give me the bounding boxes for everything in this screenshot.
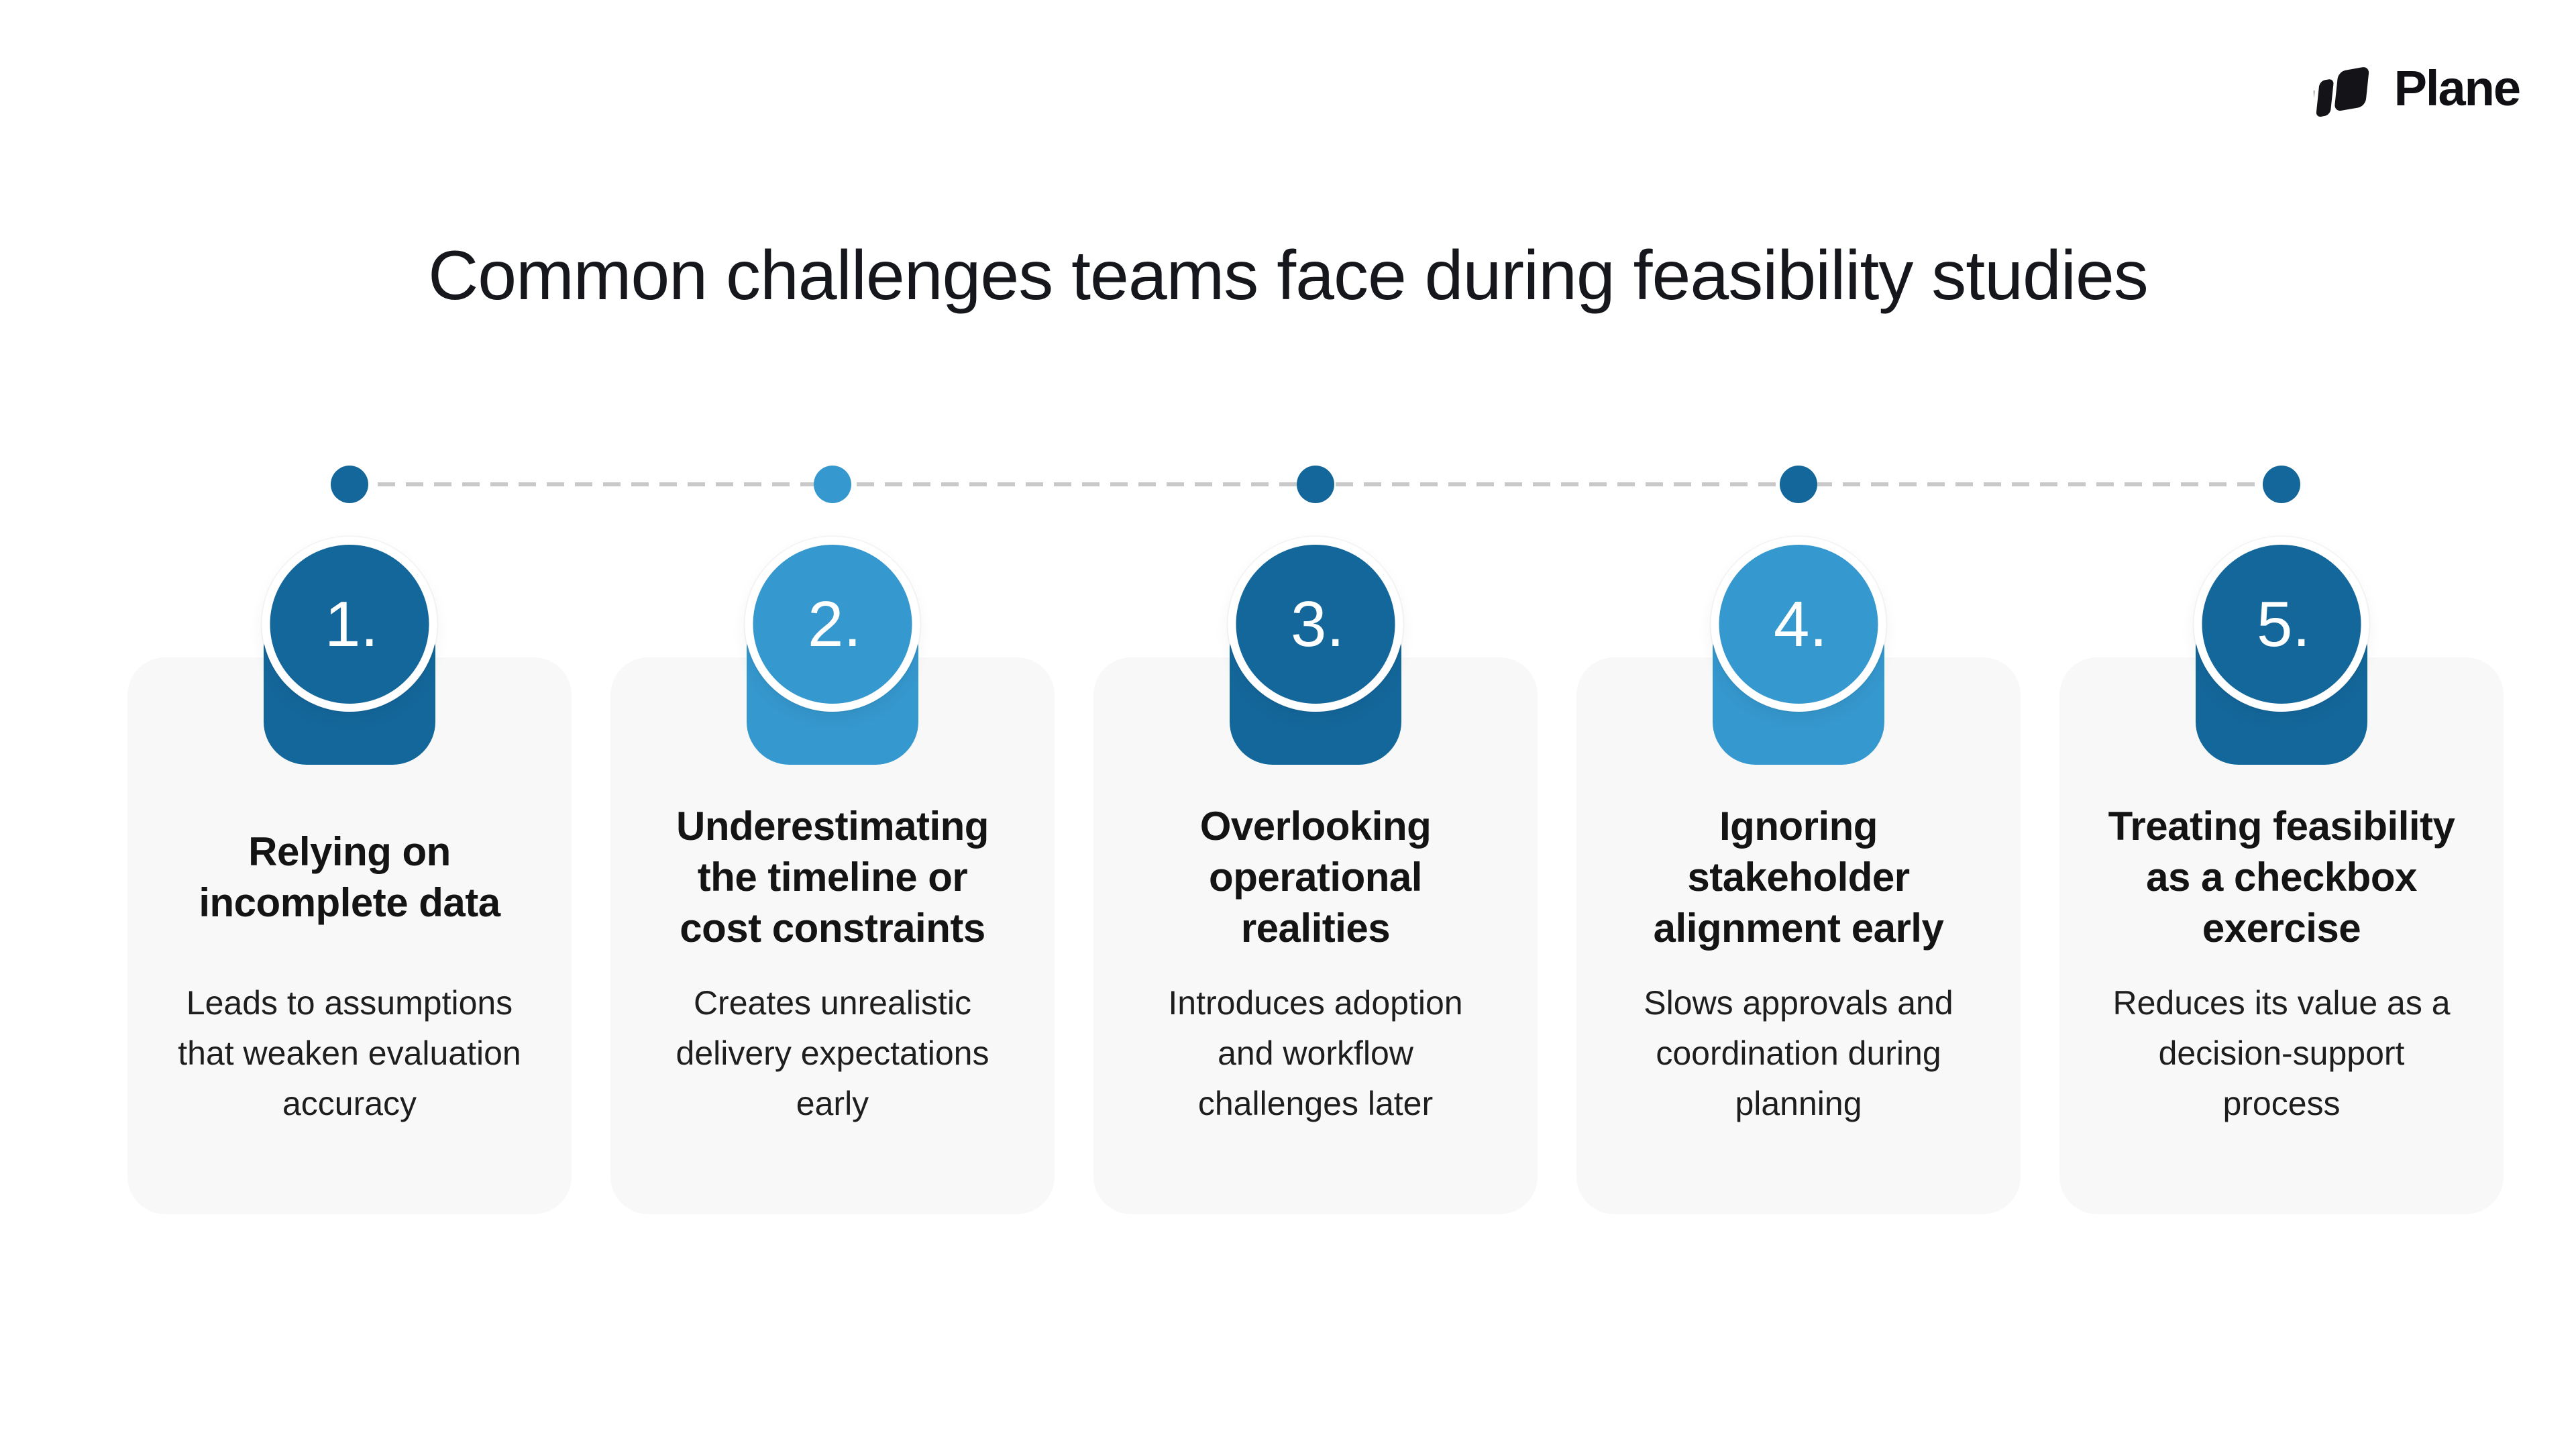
challenge-column: Treating feasibility as a checkbox exerc…: [2059, 466, 2504, 1214]
challenge-card: Relying on incomplete data Leads to assu…: [127, 657, 572, 1214]
card-title: Relying on incomplete data: [199, 828, 500, 925]
card-title: Ignoring stakeholder alignment early: [1653, 803, 1944, 951]
timeline-dot: [814, 466, 851, 503]
challenge-column: Overlooking operational realities Introd…: [1093, 466, 1538, 1214]
card-description: Slows approvals and coordination during …: [1644, 984, 1953, 1122]
card-description: Creates unrealistic delivery expectation…: [676, 984, 989, 1122]
badge-number: 3.: [1290, 588, 1345, 660]
challenge-card: Treating feasibility as a checkbox exerc…: [2059, 657, 2504, 1214]
badge-number: 4.: [1773, 588, 1828, 660]
card-description: Introduces adoption and workflow challen…: [1168, 984, 1463, 1122]
badge-number: 1.: [324, 588, 379, 660]
challenge-column: Underestimating the timeline or cost con…: [610, 466, 1055, 1214]
page-title: Common challenges teams face during feas…: [428, 237, 2149, 315]
brand-logo: Plane: [2313, 58, 2521, 119]
badge-circle: 5.: [2194, 537, 2369, 712]
challenge-card: Ignoring stakeholder alignment early Slo…: [1576, 657, 2021, 1214]
brand-logo-text: Plane: [2394, 60, 2521, 116]
badge-number: 5.: [2256, 588, 2311, 660]
challenge-card: Underestimating the timeline or cost con…: [610, 657, 1055, 1214]
badge-number: 2.: [807, 588, 862, 660]
badge-circle: 4.: [1711, 537, 1886, 712]
card-description: Leads to assumptions that weaken evaluat…: [178, 984, 521, 1122]
timeline-dot: [2263, 466, 2300, 503]
badge-circle: 2.: [745, 537, 920, 712]
timeline-dot: [331, 466, 368, 503]
card-title: Treating feasibility as a checkbox exerc…: [2108, 803, 2455, 951]
timeline-dot: [1297, 466, 1334, 503]
card-description: Reduces its value as a decision-support …: [2112, 984, 2451, 1122]
challenge-column: Relying on incomplete data Leads to assu…: [127, 466, 572, 1214]
plane-logo-icon: [2313, 58, 2381, 119]
badge-circle: 1.: [262, 537, 437, 712]
timeline-dot: [1780, 466, 1817, 503]
badge-circle: 3.: [1228, 537, 1403, 712]
challenge-column: Ignoring stakeholder alignment early Slo…: [1576, 466, 2021, 1214]
card-title: Underestimating the timeline or cost con…: [676, 803, 989, 951]
card-title: Overlooking operational realities: [1199, 803, 1432, 951]
